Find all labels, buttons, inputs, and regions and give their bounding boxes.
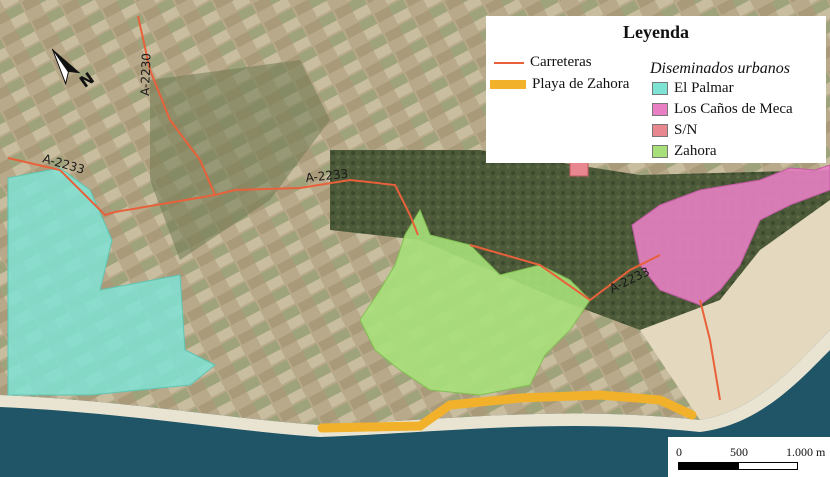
legend-item-el-palmar: El Palmar <box>652 80 734 97</box>
north-arrow-icon <box>51 48 81 86</box>
legend-item-sn: S/N <box>652 122 697 139</box>
legend: Leyenda Carreteras Playa de Zahora Disem… <box>486 16 826 163</box>
road-a2233-east[interactable] <box>469 244 661 302</box>
legend-roads: Carreteras <box>494 54 592 71</box>
road-a2230[interactable] <box>137 15 419 236</box>
scale-tick: 500 <box>730 445 748 459</box>
road-label-a2233-center: A-2233 <box>305 167 349 185</box>
legend-beach-label: Playa de Zahora <box>532 76 630 92</box>
road-a2233-west[interactable] <box>7 157 216 217</box>
legend-item-label: Los Caños de Meca <box>674 101 793 117</box>
el-palmar-swatch-icon <box>652 82 668 95</box>
sn-swatch-icon <box>652 124 668 137</box>
dunes <box>640 200 830 420</box>
scale-segment-light <box>738 462 798 470</box>
zahora-area[interactable] <box>359 208 591 396</box>
legend-item-zahora: Zahora <box>652 143 716 160</box>
los-canos-swatch-icon <box>652 103 668 116</box>
legend-group-heading: Diseminados urbanos <box>650 60 791 77</box>
legend-item-los-canos: Los Caños de Meca <box>652 101 793 118</box>
playa-de-zahora[interactable] <box>317 390 697 433</box>
legend-item-label: Zahora <box>674 143 717 159</box>
scale-bar: 0 500 1.000 m <box>668 437 830 477</box>
legend-roads-label: Carreteras <box>530 54 592 70</box>
scale-segment-dark <box>678 462 738 470</box>
road-label-a2230: A-2230 <box>138 53 153 96</box>
beach-band-icon <box>490 80 526 89</box>
road-line-icon <box>494 61 524 64</box>
legend-item-label: S/N <box>674 122 698 138</box>
los-canos-de-meca-area[interactable] <box>631 164 830 306</box>
legend-beach: Playa de Zahora <box>490 76 629 93</box>
scale-tick: 0 <box>676 445 682 459</box>
legend-item-label: El Palmar <box>674 80 734 96</box>
zahora-swatch-icon <box>652 145 668 158</box>
road-lighthouse[interactable] <box>699 299 721 401</box>
sea <box>0 330 830 477</box>
el-palmar-area[interactable] <box>7 167 216 396</box>
s-n-area[interactable] <box>569 161 589 177</box>
legend-title: Leyenda <box>622 22 689 42</box>
scale-tick: 1.000 m <box>786 445 826 459</box>
wetland <box>150 60 330 260</box>
